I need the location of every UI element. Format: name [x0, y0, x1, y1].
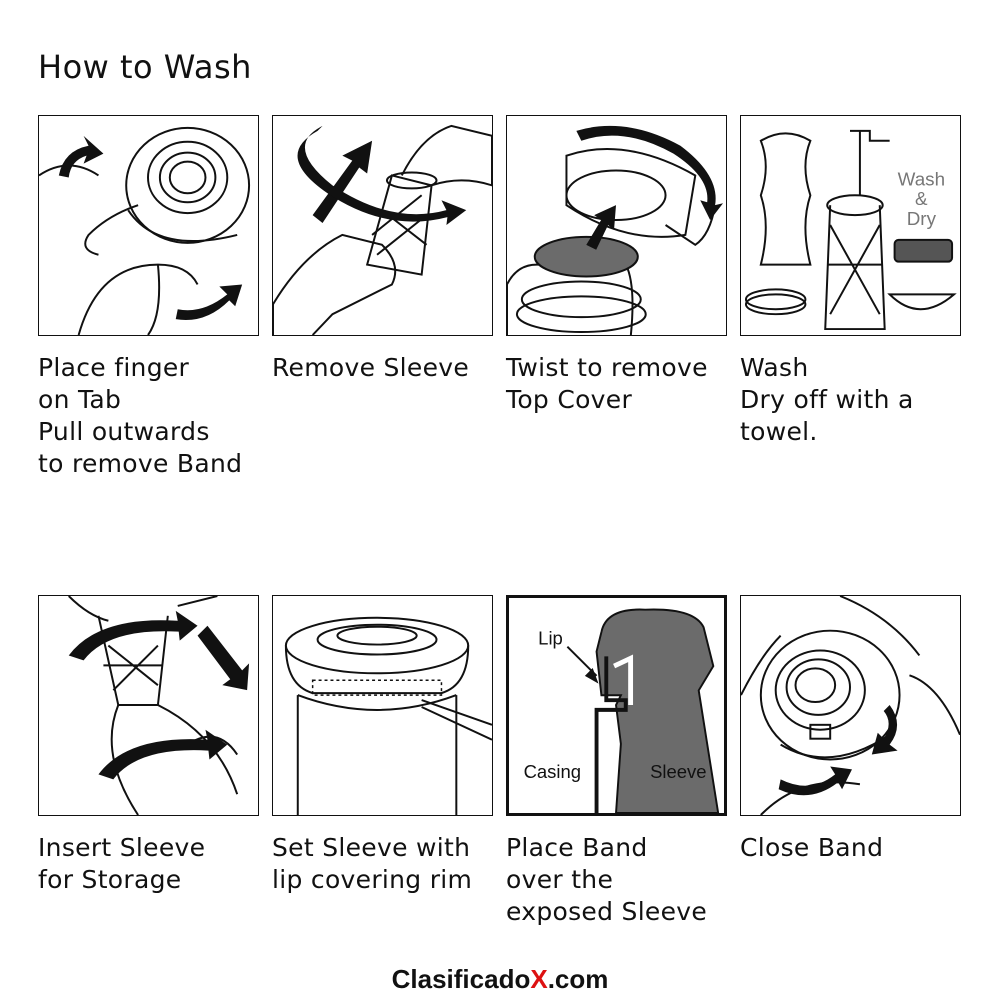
rim-outline — [311, 679, 443, 696]
step-7-illustration-panel: Lip Casing Sleeve — [506, 595, 727, 816]
band-cross-section-illustration: Lip Casing Sleeve — [524, 608, 720, 813]
ampersand-label: & — [915, 188, 928, 209]
top-cover-disc — [533, 235, 639, 278]
curved-arrow-icon — [778, 766, 852, 796]
down-arrow-icon — [197, 625, 250, 691]
step-2-illustration-panel — [272, 115, 493, 336]
lip-label: Lip — [538, 628, 563, 649]
rotate-arrow-icon — [576, 125, 724, 221]
step-5-caption: Insert Sleeve for Storage — [38, 833, 206, 894]
sleeve-rim-illustration — [284, 616, 492, 815]
casing-line — [594, 656, 628, 813]
step-3-illustration-panel — [506, 115, 727, 336]
step-6-caption: Set Sleeve with lip covering rim — [272, 833, 473, 894]
wash-label: Wash — [898, 168, 945, 189]
step-2-caption: Remove Sleeve — [272, 353, 470, 382]
band-closing-illustration — [741, 596, 960, 815]
watermark-accent: X — [530, 964, 548, 994]
up-arrow-icon — [586, 205, 617, 250]
step-5-illustration-panel — [38, 595, 259, 816]
lip-arrow-icon — [584, 668, 599, 684]
watermark-suffix: .com — [547, 964, 609, 994]
up-arrow-icon — [312, 140, 373, 224]
band-removal-illustration — [39, 126, 251, 335]
curved-arrow-icon — [58, 135, 104, 178]
sleeve-label: Sleeve — [650, 761, 706, 782]
step-3-caption: Twist to remove Top Cover — [506, 353, 708, 414]
watermark-prefix: Clasificado — [391, 964, 531, 994]
sleeve-removal-illustration — [273, 124, 492, 335]
wash-and-dry-illustration: Wash & Dry — [744, 129, 957, 331]
page-title: How to Wash — [38, 48, 252, 86]
curved-arrow-icon — [871, 705, 898, 755]
rotate-arrow-icon — [68, 610, 198, 661]
step-4-illustration-panel: Wash & Dry — [740, 115, 961, 336]
step-1-illustration-panel — [38, 115, 259, 336]
curved-arrow-icon — [175, 284, 243, 320]
dry-label: Dry — [907, 208, 937, 229]
casing-label: Casing — [524, 761, 582, 782]
top-cover-removal-illustration — [507, 125, 724, 335]
step-8-illustration-panel — [740, 595, 961, 816]
step-7-caption: Place Band over the exposed Sleeve — [506, 833, 708, 926]
sleeve-insertion-illustration — [68, 596, 250, 815]
step-4-caption: Wash Dry off with a towel. — [740, 353, 914, 446]
step-8-caption: Close Band — [740, 833, 884, 862]
step-6-illustration-panel — [272, 595, 493, 816]
rotate-arrow-icon — [297, 125, 467, 226]
site-watermark: ClasificadoX.com — [0, 964, 1000, 995]
rotate-arrow-icon — [98, 729, 228, 780]
top-cover-part — [893, 238, 954, 263]
step-1-caption: Place finger on Tab Pull outwards to rem… — [38, 353, 243, 478]
